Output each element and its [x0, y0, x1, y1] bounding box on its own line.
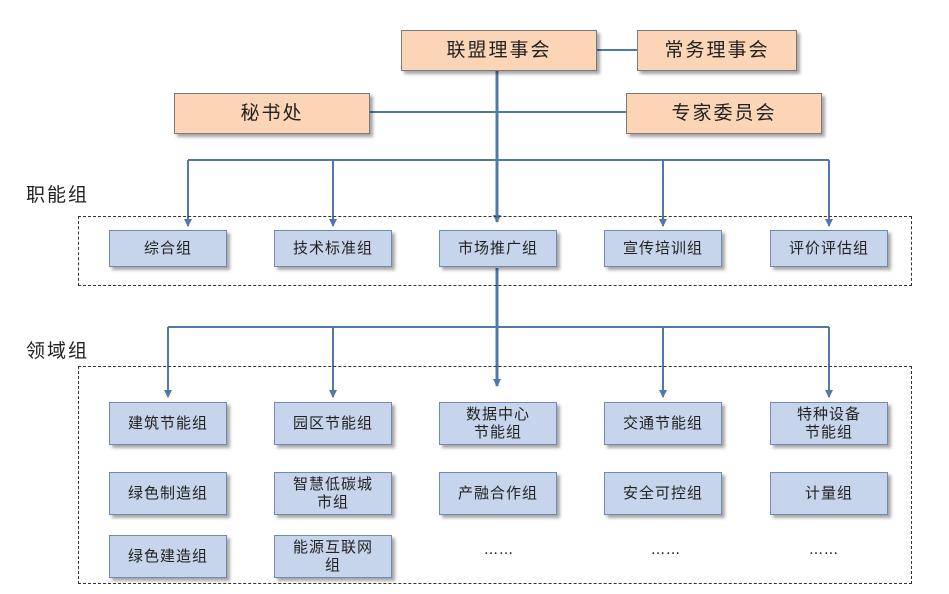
more-ellipsis-3: …… [809, 542, 839, 558]
functional-group-training: 宣传培训组 [604, 230, 722, 267]
standing-council-node: 常务理事会 [637, 30, 797, 71]
domain-label: 领域组 [26, 340, 90, 362]
functional-group-evaluation: 评价评估组 [770, 230, 888, 267]
secretariat-node: 秘书处 [174, 93, 370, 134]
domain-group-green-manufacturing: 绿色制造组 [109, 472, 227, 515]
domain-group-special-equipment: 特种设备 节能组 [770, 402, 888, 445]
domain-group-park: 园区节能组 [274, 402, 392, 445]
functional-group-general: 综合组 [109, 230, 227, 267]
domain-group-building: 建筑节能组 [109, 402, 227, 445]
more-ellipsis-2: …… [651, 542, 681, 558]
functional-container [78, 216, 912, 286]
domain-group-smart-city: 智慧低碳城 市组 [274, 472, 392, 515]
domain-group-industry-finance: 产融合作组 [439, 472, 557, 515]
domain-group-transport: 交通节能组 [604, 402, 722, 445]
domain-group-metrology: 计量组 [770, 472, 888, 515]
domain-group-green-construction: 绿色建造组 [109, 535, 227, 578]
expert-committee-node: 专家委员会 [626, 93, 822, 134]
domain-container [78, 366, 912, 584]
domain-group-datacenter: 数据中心 节能组 [439, 402, 557, 445]
more-ellipsis-1: …… [484, 542, 514, 558]
domain-group-energy-internet: 能源互联网 组 [274, 535, 392, 578]
domain-group-security: 安全可控组 [604, 472, 722, 515]
council-node: 联盟理事会 [401, 30, 597, 71]
functional-group-marketing: 市场推广组 [439, 230, 557, 267]
functional-label: 职能组 [26, 184, 90, 206]
functional-group-tech-standards: 技术标准组 [274, 230, 392, 267]
